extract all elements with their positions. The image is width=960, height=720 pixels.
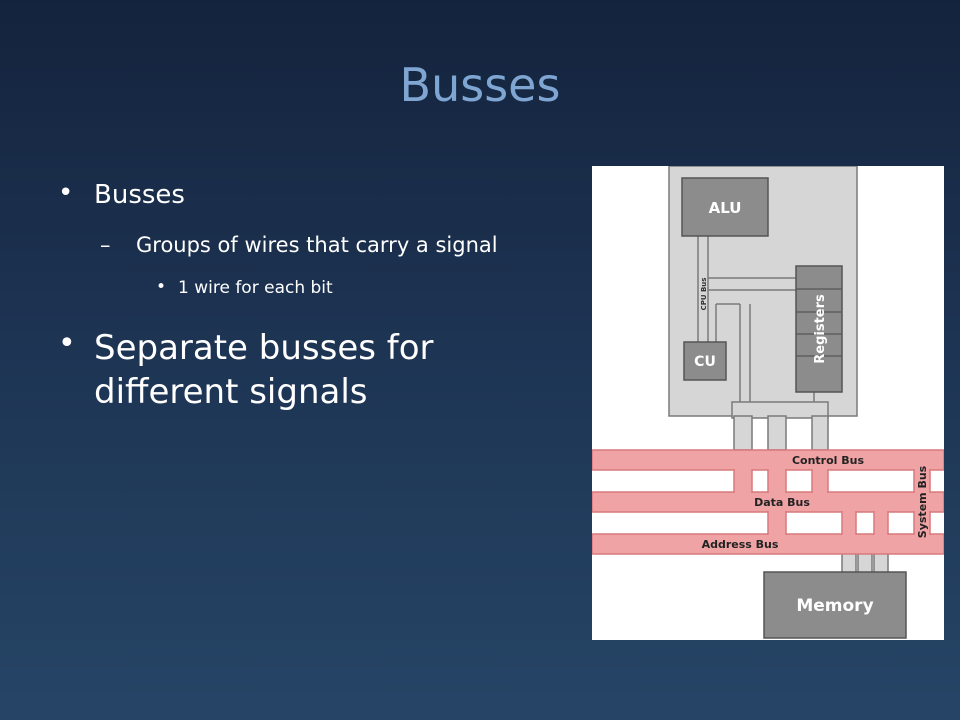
bus-fill-overlay [593,451,943,553]
memory-box [763,571,907,639]
alu-box [681,177,769,237]
bus-diagram: ALU CU Registers CPU Bus [592,166,944,640]
cpu-internal-bus [697,236,815,404]
bullet-text: Busses [94,180,185,210]
bullet-dot-icon: • [58,326,76,361]
register-dividers [796,288,842,357]
control-bus-label: Control Bus [792,454,865,467]
registers-box [795,265,843,393]
bullet-text: Separate busses for different signals [94,328,434,412]
registers-label: Registers [813,294,828,364]
sub-sub-bullet-text: 1 wire for each bit [178,278,333,298]
memory-bus-connectors [841,551,889,575]
memory-label: Memory [796,596,873,616]
bullet-dot-icon: • [58,178,74,208]
slide-title: Busses [399,58,561,112]
address-bus-label: Address Bus [702,538,779,551]
system-bus-label: System Bus [916,465,929,538]
cpu-bus-connectors [731,401,829,451]
alu-label: ALU [709,199,742,217]
cu-box [683,341,727,381]
dash-marker: – [100,233,111,257]
sub-bullet-text: Groups of wires that carry a signal [136,233,498,257]
cu-label: CU [694,354,716,370]
cpu-bus-label: CPU Bus [700,278,708,311]
bullet-dot-icon: • [156,277,167,297]
data-bus-label: Data Bus [754,496,810,509]
